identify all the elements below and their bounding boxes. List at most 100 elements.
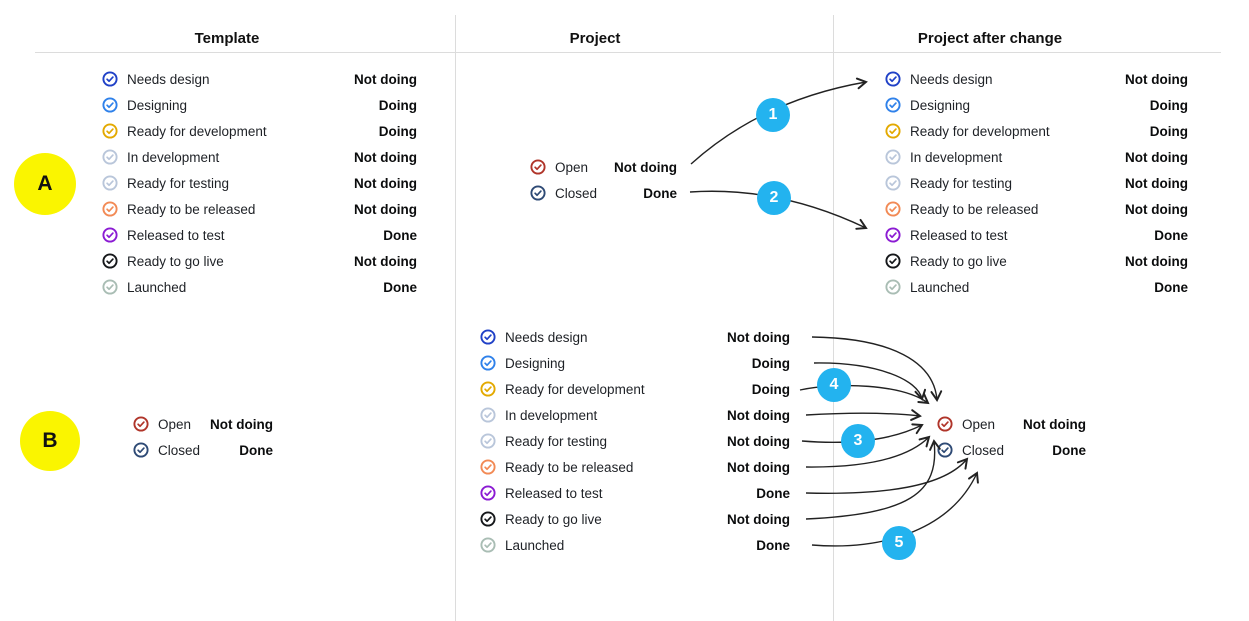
status-check-icon	[480, 459, 496, 475]
status-category-label: Not doing	[727, 511, 790, 527]
status-name-label: Ready to be released	[127, 201, 256, 217]
status-name-label: Needs design	[910, 71, 993, 87]
status-category-label: Not doing	[1125, 201, 1188, 217]
status-name-label: In development	[910, 149, 1003, 165]
status-row: Open Not doing	[530, 154, 677, 180]
status-category-label: Done	[239, 442, 273, 458]
status-check-icon	[885, 279, 901, 295]
section-b-badge: B	[20, 411, 80, 471]
status-row: Needs design Not doing	[885, 66, 1188, 92]
status-check-icon	[885, 123, 901, 139]
status-check-icon	[885, 201, 901, 217]
status-name-label: Launched	[910, 279, 970, 295]
status-check-icon	[885, 227, 901, 243]
status-category-label: Not doing	[727, 459, 790, 475]
status-category-label: Done	[756, 485, 790, 501]
status-category-label: Doing	[1149, 123, 1188, 139]
status-name-label: Open	[555, 159, 589, 175]
status-row: Open Not doing	[937, 411, 1086, 437]
status-name-label: Launched	[127, 279, 187, 295]
status-check-icon	[102, 149, 118, 165]
status-name-label: Needs design	[127, 71, 210, 87]
status-name-label: Ready for development	[127, 123, 267, 139]
status-row: Ready to be released Not doing	[480, 454, 790, 480]
status-check-icon	[102, 253, 118, 269]
status-category-label: Not doing	[354, 201, 417, 217]
status-check-icon	[102, 71, 118, 87]
status-list-a-template: Needs design Not doing Designing Doing R…	[102, 66, 417, 300]
status-name-label: Ready for testing	[127, 175, 230, 191]
section-a-badge: A	[14, 153, 76, 215]
status-category-label: Not doing	[210, 416, 273, 432]
status-row: In development Not doing	[102, 144, 417, 170]
status-row: Released to test Done	[885, 222, 1188, 248]
status-category-label: Doing	[751, 381, 790, 397]
status-category-label: Not doing	[727, 407, 790, 423]
status-row: In development Not doing	[480, 402, 790, 428]
status-category-label: Done	[643, 185, 677, 201]
callout-4: 4	[817, 368, 851, 402]
status-name-label: Ready for testing	[910, 175, 1013, 191]
status-check-icon	[102, 279, 118, 295]
status-name-label: Ready for development	[910, 123, 1050, 139]
status-name-label: Released to test	[910, 227, 1008, 243]
status-category-label: Doing	[1149, 97, 1188, 113]
status-name-label: Designing	[505, 355, 566, 371]
status-name-label: Released to test	[505, 485, 603, 501]
status-name-label: Designing	[910, 97, 971, 113]
status-row: Released to test Done	[102, 222, 417, 248]
status-row: Needs design Not doing	[480, 324, 790, 350]
status-row: Ready for development Doing	[885, 118, 1188, 144]
status-row: Designing Doing	[102, 92, 417, 118]
callout-3: 3	[841, 424, 875, 458]
status-category-label: Not doing	[1125, 253, 1188, 269]
status-list-b-project: Needs design Not doing Designing Doing R…	[480, 324, 790, 558]
status-check-icon	[480, 485, 496, 501]
status-check-icon	[133, 442, 149, 458]
status-row: Closed Done	[133, 437, 273, 463]
status-category-label: Done	[383, 279, 417, 295]
section-b-label: B	[42, 429, 58, 452]
status-check-icon	[102, 201, 118, 217]
status-row: Ready to be released Not doing	[885, 196, 1188, 222]
status-category-label: Not doing	[354, 253, 417, 269]
status-check-icon	[480, 329, 496, 345]
status-name-label: Open	[158, 416, 192, 432]
status-row: Released to test Done	[480, 480, 790, 506]
status-name-label: Launched	[505, 537, 565, 553]
status-category-label: Done	[1154, 227, 1188, 243]
status-name-label: Ready to be released	[505, 459, 634, 475]
column-divider	[833, 15, 834, 621]
status-check-icon	[885, 71, 901, 87]
status-category-label: Not doing	[1125, 149, 1188, 165]
status-row: Ready for development Doing	[102, 118, 417, 144]
status-list-b-project-after-change: Open Not doing Closed Done	[937, 411, 1086, 463]
status-check-icon	[102, 123, 118, 139]
status-list-a-project: Open Not doing Closed Done	[530, 154, 677, 206]
status-row: Designing Doing	[480, 350, 790, 376]
status-row: Ready for testing Not doing	[885, 170, 1188, 196]
status-category-label: Not doing	[1125, 175, 1188, 191]
status-check-icon	[133, 416, 149, 432]
status-check-icon	[102, 227, 118, 243]
status-name-label: Ready to be released	[910, 201, 1039, 217]
status-row: Ready for testing Not doing	[102, 170, 417, 196]
status-name-label: Closed	[158, 442, 201, 458]
status-row: Needs design Not doing	[102, 66, 417, 92]
status-name-label: Ready to go live	[127, 253, 224, 269]
status-name-label: Closed	[555, 185, 598, 201]
status-check-icon	[937, 442, 953, 458]
status-row: Closed Done	[937, 437, 1086, 463]
column-divider	[455, 15, 456, 621]
column-header-project: Project	[569, 30, 621, 47]
status-check-icon	[530, 185, 546, 201]
status-category-label: Not doing	[354, 149, 417, 165]
status-row: In development Not doing	[885, 144, 1188, 170]
status-row: Launched Done	[885, 274, 1188, 300]
status-category-label: Not doing	[727, 433, 790, 449]
status-row: Launched Done	[480, 532, 790, 558]
status-check-icon	[885, 97, 901, 113]
status-name-label: In development	[127, 149, 220, 165]
status-name-label: Needs design	[505, 329, 588, 345]
